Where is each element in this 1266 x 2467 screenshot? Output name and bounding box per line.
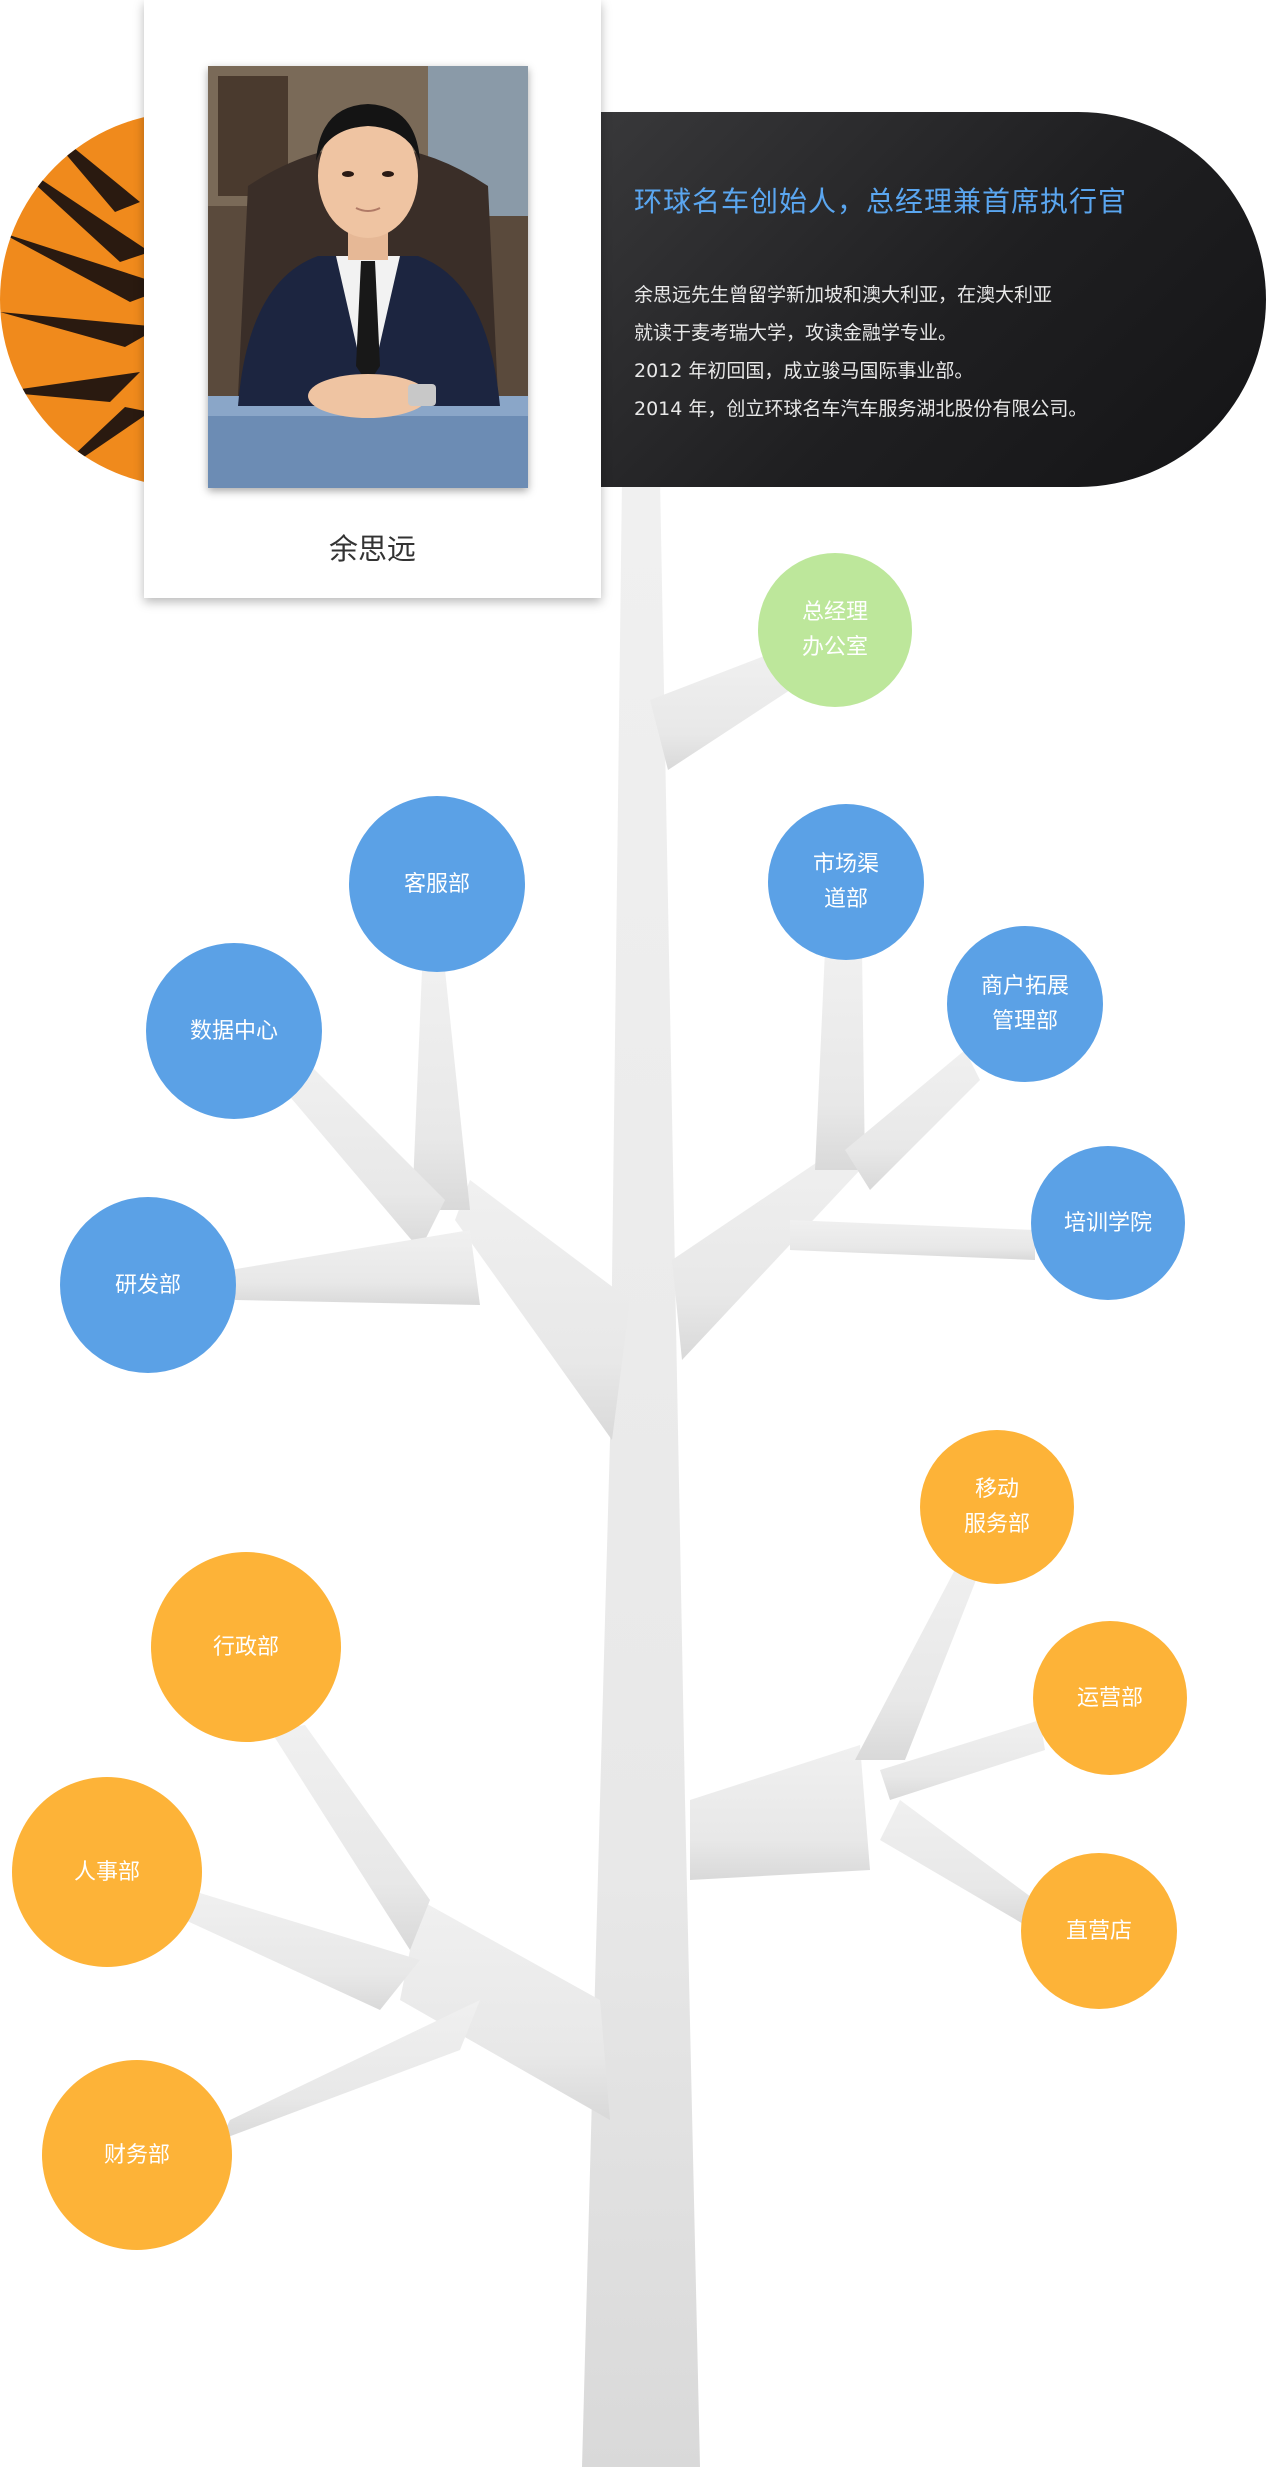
bio-line: 就读于麦考瑞大学，攻读金融学专业。 bbox=[634, 322, 958, 344]
node-market-channel: 市场渠 道部 bbox=[768, 804, 924, 960]
branch-right-upper bbox=[672, 1140, 860, 1360]
bio-line: 2012 年初回国，成立骏马国际事业部。 bbox=[634, 360, 974, 382]
founder-card: 余思远 bbox=[144, 0, 601, 598]
founder-name: 余思远 bbox=[328, 532, 416, 566]
node-label: 人事部 bbox=[73, 1859, 140, 1885]
branch-training bbox=[790, 1220, 1035, 1260]
node-rnd: 研发部 bbox=[60, 1197, 236, 1373]
node-hr: 人事部 bbox=[12, 1777, 202, 1967]
branch-data bbox=[280, 1060, 445, 1250]
branch-hr bbox=[185, 1890, 420, 2010]
founder-photo bbox=[208, 66, 528, 488]
founder-title: 环球名车创始人，总经理兼首席执行官 bbox=[634, 185, 1128, 218]
node-label: 管理部 bbox=[991, 1009, 1058, 1034]
branch-customer bbox=[412, 970, 470, 1210]
node-label: 道部 bbox=[823, 887, 868, 912]
node-label: 数据中心 bbox=[189, 1018, 278, 1044]
node-label: 行政部 bbox=[212, 1634, 279, 1660]
bio-line: 余思远先生曾留学新加坡和澳大利亚，在澳大利亚 bbox=[634, 284, 1053, 306]
node-operations: 运营部 bbox=[1033, 1621, 1187, 1775]
node-merchant-expansion: 商户拓展 管理部 bbox=[947, 926, 1103, 1082]
branch-gm-office bbox=[650, 650, 790, 770]
node-label: 直营店 bbox=[1065, 1918, 1132, 1944]
node-label: 办公室 bbox=[801, 635, 868, 660]
branch-mobile bbox=[855, 1560, 980, 1760]
branch-store bbox=[880, 1800, 1035, 1925]
branch-left-lower bbox=[400, 1900, 610, 2120]
node-customer-service: 客服部 bbox=[349, 796, 525, 972]
branch-left-upper bbox=[455, 1180, 630, 1440]
node-training-academy: 培训学院 bbox=[1031, 1146, 1185, 1300]
branch-admin bbox=[270, 1725, 430, 1950]
node-label: 运营部 bbox=[1076, 1685, 1143, 1711]
node-label: 总经理 bbox=[801, 600, 868, 625]
tree-trunk bbox=[582, 480, 700, 2467]
node-direct-store: 直营店 bbox=[1021, 1853, 1177, 2009]
node-label: 服务部 bbox=[963, 1512, 1030, 1537]
founder-bio: 余思远先生曾留学新加坡和澳大利亚，在澳大利亚 就读于麦考瑞大学，攻读金融学专业。… bbox=[634, 276, 1234, 428]
branch-right-lower bbox=[690, 1745, 870, 1880]
node-admin: 行政部 bbox=[151, 1552, 341, 1742]
node-mobile-service: 移动 服务部 bbox=[920, 1430, 1074, 1584]
bio-line: 2014 年，创立环球名车汽车服务湖北股份有限公司。 bbox=[634, 398, 1088, 420]
node-label: 市场渠 bbox=[812, 852, 879, 877]
node-label: 客服部 bbox=[403, 871, 470, 897]
node-finance: 财务部 bbox=[42, 2060, 232, 2250]
node-data-center: 数据中心 bbox=[146, 943, 322, 1119]
node-label: 研发部 bbox=[114, 1272, 181, 1298]
node-gm-office: 总经理 办公室 bbox=[758, 553, 912, 707]
node-label: 移动 bbox=[974, 1477, 1019, 1502]
branch-merchant bbox=[845, 1050, 980, 1190]
branch-rnd bbox=[230, 1230, 480, 1305]
node-label: 商户拓展 bbox=[980, 974, 1069, 999]
banner-dark-panel bbox=[560, 112, 1266, 487]
branch-finance bbox=[220, 2000, 480, 2140]
node-label: 财务部 bbox=[103, 2142, 170, 2168]
node-label: 培训学院 bbox=[1063, 1210, 1152, 1236]
branch-market bbox=[815, 950, 865, 1170]
branch-ops bbox=[880, 1720, 1045, 1800]
